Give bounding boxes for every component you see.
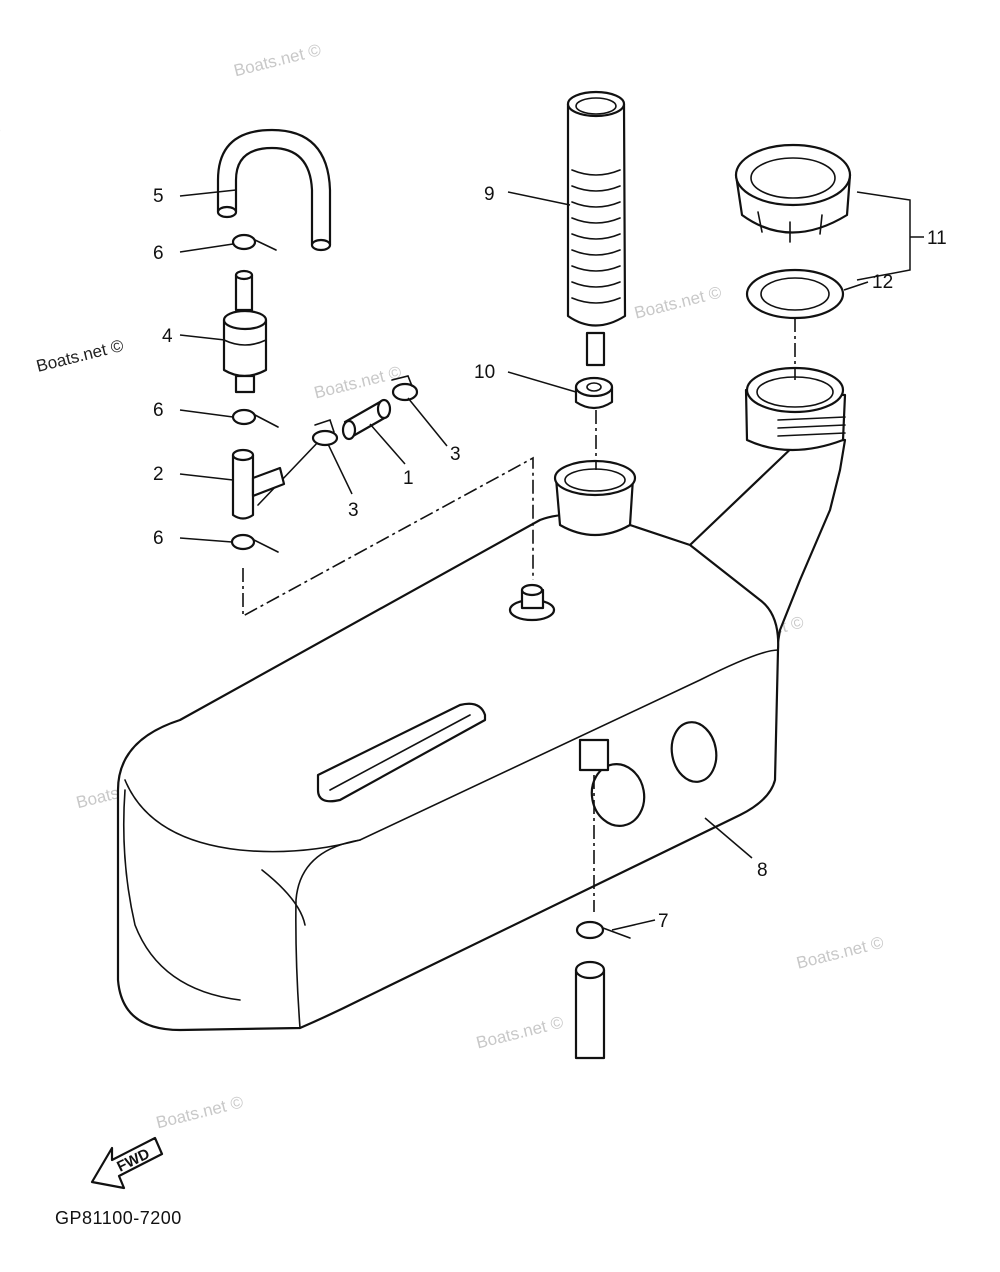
callout-8: 8: [757, 860, 768, 881]
callout-3: 3: [450, 444, 461, 465]
watermark: Boats.net ©: [232, 40, 323, 80]
watermark: Boats.net ©: [474, 1012, 565, 1052]
clip-a[interactable]: [311, 418, 339, 447]
assembly-lines: [242, 318, 796, 912]
outlet-hose[interactable]: [574, 960, 606, 1060]
watermark: Boats.net ©: [632, 283, 723, 323]
callout-6: 6: [153, 528, 164, 549]
filler-cap[interactable]: [734, 143, 852, 243]
callout-6: 6: [153, 243, 164, 264]
callout-5: 5: [153, 186, 164, 207]
clip-6-top[interactable]: [231, 233, 277, 251]
watermark: Boats.net ©: [0, 120, 3, 160]
clip-6-bottom[interactable]: [230, 533, 279, 553]
clip-6-mid[interactable]: [231, 408, 279, 428]
figure-code: GP81100-7200: [55, 1208, 182, 1228]
fwd-arrow-icon: FWD: [90, 1136, 164, 1190]
callouts: 5 6 4 6 2 6 3 3 1 9 10 11 12 8 7: [153, 184, 947, 932]
callout-1: 1: [403, 468, 414, 489]
callout-11: 11: [927, 228, 947, 249]
fuel-tank[interactable]: [116, 366, 847, 1032]
callout-10: 10: [474, 362, 495, 383]
fuel-strainer[interactable]: [566, 90, 627, 367]
fuel-filter[interactable]: [222, 269, 268, 394]
watermark: Boats.net ©: [794, 933, 885, 973]
callout-4: 4: [162, 326, 173, 347]
callout-6: 6: [153, 400, 164, 421]
leader-lines: [179, 189, 924, 931]
callout-2: 2: [153, 464, 164, 485]
callout-12: 12: [872, 272, 893, 293]
vent-hose[interactable]: [216, 128, 332, 252]
callout-3: 3: [348, 500, 359, 521]
clip-b[interactable]: [391, 375, 419, 402]
watermark: Boats.net ©: [312, 362, 403, 402]
callout-7: 7: [658, 911, 669, 932]
watermark-dark: Boats.net ©: [34, 336, 125, 376]
callout-9: 9: [484, 184, 495, 205]
clip-7[interactable]: [575, 920, 631, 940]
watermark: Boats.net ©: [154, 1092, 245, 1132]
hose-joint[interactable]: [231, 448, 286, 520]
grommet[interactable]: [574, 376, 614, 410]
cap-gasket[interactable]: [745, 268, 845, 320]
connector[interactable]: [341, 398, 392, 441]
